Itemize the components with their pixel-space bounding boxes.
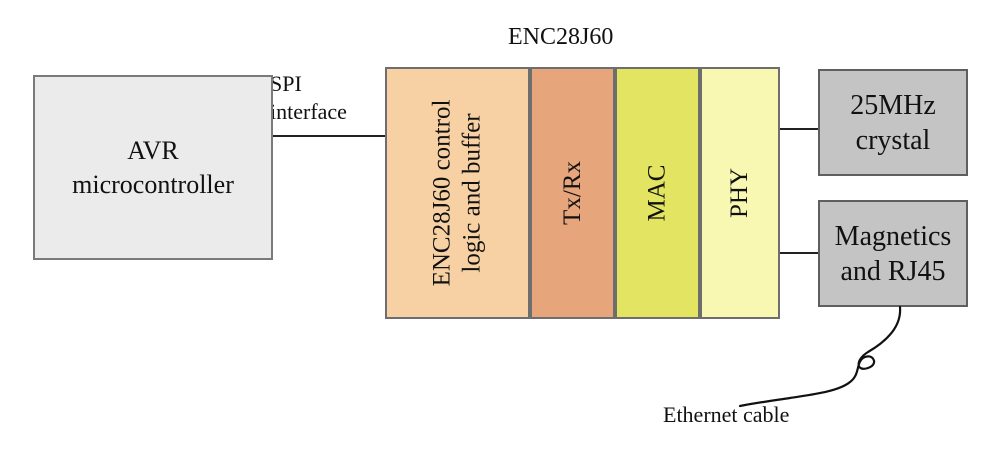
crystal-label-line1: 25MHz [850, 89, 936, 121]
magnetics-connection-line [780, 252, 818, 254]
txrx-block: Tx/Rx [530, 67, 615, 319]
mac-block: MAC [615, 67, 700, 319]
magnetics-label-line1: Magnetics [834, 220, 952, 252]
crystal-connection-line [780, 128, 818, 130]
spi-connection-line [273, 135, 385, 137]
avr-label-line2: microcontroller [72, 169, 234, 199]
crystal-box: 25MHz crystal [818, 69, 968, 176]
magnetics-label-line2: and RJ45 [840, 255, 946, 287]
spi-label: SPI interface [270, 70, 347, 125]
crystal-label-line2: crystal [855, 124, 931, 156]
ethernet-cable-label: Ethernet cable [663, 402, 790, 427]
control-logic-block: ENC28J60 control logic and buffer [385, 67, 530, 319]
phy-block: PHY [700, 67, 780, 319]
spi-label-line2: interface [270, 98, 347, 124]
avr-label-line1: AVR [127, 135, 179, 165]
chip-title: ENC28J60 [508, 24, 614, 50]
avr-microcontroller-box: AVR microcontroller [33, 75, 273, 260]
spi-label-line1: SPI [270, 71, 302, 96]
magnetics-rj45-box: Magnetics and RJ45 [818, 200, 968, 307]
